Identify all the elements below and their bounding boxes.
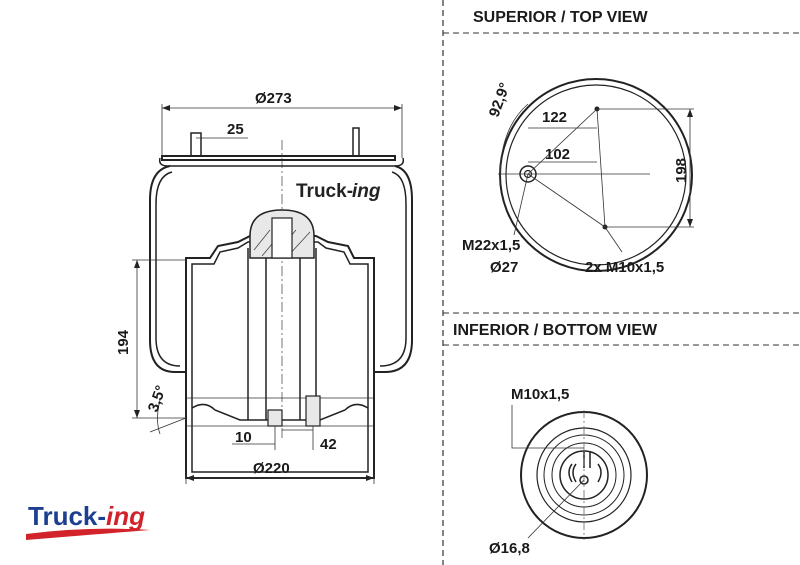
- dim-220-arrow-right: [366, 475, 374, 481]
- angle-label: 3,5°: [145, 383, 170, 414]
- dim-273-arrow-left: [162, 105, 170, 111]
- dim-102-label: 102: [545, 146, 570, 163]
- top-view-inner-circle: [505, 84, 687, 266]
- brand-logo-main: Truck-: [28, 501, 106, 531]
- dim-122-label: 122: [542, 109, 567, 126]
- brand-logo-suffix: ing: [106, 501, 145, 531]
- dim-198-label: 198: [673, 158, 690, 183]
- dim-220-label: Ø220: [253, 460, 290, 477]
- dim-273-label: Ø273: [255, 90, 292, 107]
- angle-leg: [149, 417, 187, 433]
- central-tube: [247, 248, 317, 420]
- dim-10-label: 10: [235, 429, 252, 446]
- top-view-heading: SUPERIOR / TOP VIEW: [473, 9, 648, 26]
- m10-leader: [604, 226, 623, 253]
- bottom-slot-right: [597, 463, 602, 483]
- top-angle-arc: [499, 103, 529, 187]
- piston-outer: [185, 235, 375, 479]
- dim-220-arrow-left: [186, 475, 194, 481]
- bumper-bore: [271, 217, 293, 259]
- m10-studs-label: 2x M10x1,5: [585, 259, 664, 276]
- drawing-logo-main: Truck-: [296, 181, 353, 202]
- dim-42-label: 42: [320, 436, 337, 453]
- dim-25-label: 25: [227, 121, 244, 138]
- dim-198-arrow-bottom: [687, 219, 693, 227]
- dia27-label: Ø27: [490, 259, 518, 276]
- brand-logo: Truck- ing: [26, 501, 150, 540]
- bottom-insert-left: [267, 409, 283, 427]
- top-line-to-stud1: [527, 108, 598, 175]
- bottom-insert-right: [305, 395, 321, 427]
- bottom-dia-label: Ø16,8: [489, 540, 530, 557]
- dim-198-arrow-top: [687, 109, 693, 117]
- top-view: 122 102 198 92,9° M22x1,5 Ø27 2x M10x1,5: [462, 78, 694, 276]
- brand-logo-swoosh: [26, 528, 150, 540]
- top-line-to-stud2: [527, 173, 606, 228]
- bottom-view-heading: INFERIOR / BOTTOM VIEW: [453, 322, 658, 339]
- m22-label: M22x1,5: [462, 237, 520, 254]
- bottom-dia-leader: [527, 479, 585, 539]
- piston-inner: [191, 241, 369, 473]
- bellows-inner: [155, 171, 407, 367]
- top-stud-connector: [596, 108, 606, 228]
- stud-left: [190, 132, 202, 157]
- angle-arc: [157, 399, 161, 435]
- bottom-ring-4: [559, 450, 609, 500]
- stud-right: [352, 127, 360, 157]
- top-plate-crimp: [158, 157, 405, 167]
- top-angle-label: 92,9°: [486, 80, 514, 119]
- bottom-m10-label: M10x1,5: [511, 386, 569, 403]
- dim-194-arrow-bottom: [134, 410, 140, 418]
- drawing-logo-suffix: ing: [352, 181, 381, 202]
- bottom-view: M10x1,5 Ø16,8: [489, 386, 648, 557]
- m22-leader: [513, 173, 529, 236]
- side-view: Truck- ing Ø273 25 194 3,5° 10 42: [115, 90, 413, 484]
- bottom-m10-leader: [511, 405, 584, 449]
- dim-194-label: 194: [115, 329, 132, 355]
- bottom-slot-top: [583, 452, 591, 468]
- bellows-outer: [149, 165, 413, 373]
- dim-273-arrow-right: [394, 105, 402, 111]
- bottom-slot-left: [568, 463, 577, 483]
- dim-194-arrow-top: [134, 260, 140, 268]
- bottom-ring-2: [543, 434, 625, 516]
